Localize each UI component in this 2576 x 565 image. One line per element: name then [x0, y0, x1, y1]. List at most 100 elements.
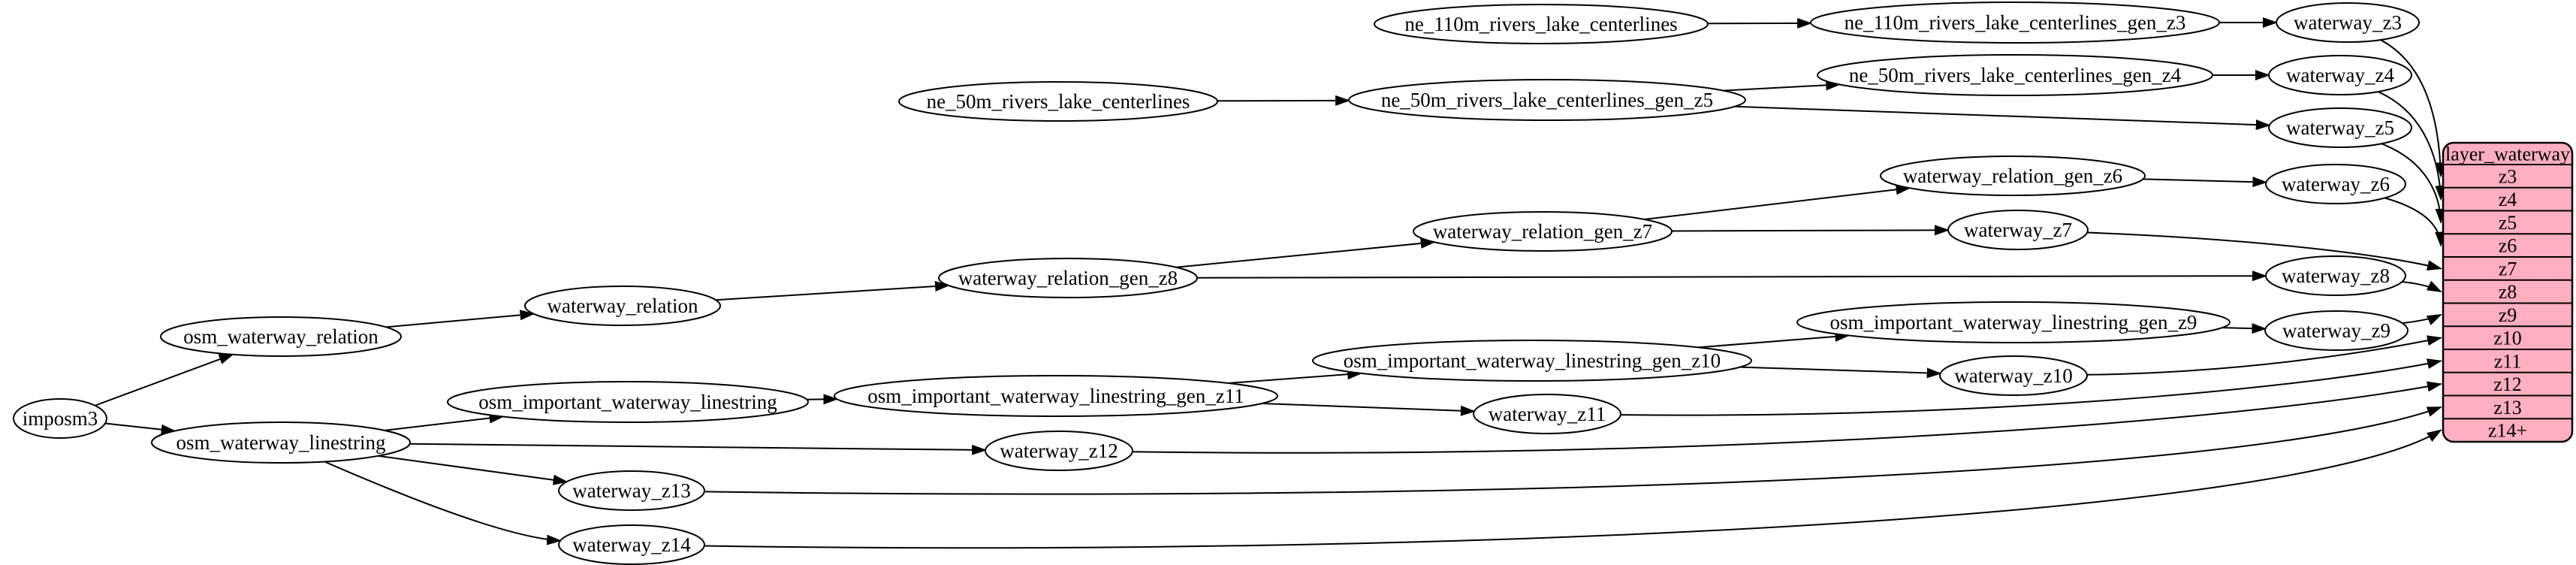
- node-osm_waterway_relation: osm_waterway_relation: [160, 316, 402, 357]
- osm_important_waterway_linestring_gen_z10-label: osm_important_waterway_linestring_gen_z1…: [1344, 349, 1721, 372]
- edge-osm_waterway_linestring-to-osm_important_waterway_linestring: [384, 412, 505, 431]
- waterway_z4-shape: [2268, 55, 2412, 95]
- ne_50m_rivers_lake_centerlines_gen_z4-shape: [1817, 54, 2213, 96]
- node-imposm3: imposm3: [13, 398, 107, 439]
- edge-imposm3-to-osm_waterway_relation: [95, 353, 234, 406]
- ne_110m_rivers_lake_centerlines_gen_z3-label: ne_110m_rivers_lake_centerlines_gen_z3: [1845, 11, 2186, 34]
- ne_50m_rivers_lake_centerlines_gen_z5-shape: [1348, 79, 1746, 121]
- waterway_z5-label: waterway_z5: [2286, 116, 2394, 139]
- node-osm_important_waterway_linestring_gen_z10: osm_important_waterway_linestring_gen_z1…: [1312, 340, 1752, 382]
- ne_50m_rivers_lake_centerlines_gen_z5-label: ne_50m_rivers_lake_centerlines_gen_z5: [1381, 89, 1713, 111]
- edge-waterway_z12-to-layer_waterway-row-z12: [1132, 381, 2442, 454]
- waterway_z13-label: waterway_z13: [572, 479, 690, 502]
- ne_50m_rivers_lake_centerlines-shape: [898, 81, 1218, 122]
- table-row-z14+: z14+: [2488, 420, 2527, 442]
- node-waterway_z5: waterway_z5: [2268, 107, 2412, 148]
- node-waterway_z13: waterway_z13: [558, 470, 705, 511]
- imposm3-shape: [13, 398, 107, 439]
- ne_110m_rivers_lake_centerlines_gen_z3-shape: [1810, 2, 2220, 44]
- node-ne_110m_rivers_lake_centerlines: ne_110m_rivers_lake_centerlines: [1374, 4, 1709, 44]
- edge-waterway_z9-to-layer_waterway-row-z9: [2402, 313, 2442, 325]
- edge-waterway_z10-to-layer_waterway-row-z10: [2086, 335, 2442, 376]
- waterway_relation_gen_z6-label: waterway_relation_gen_z6: [1903, 165, 2122, 187]
- waterway_z6-label: waterway_z6: [2282, 173, 2390, 195]
- edge-waterway_z6-to-layer_waterway-row-z6: [2384, 197, 2446, 247]
- node-osm_waterway_linestring: osm_waterway_linestring: [151, 421, 411, 464]
- node-waterway_z6: waterway_z6: [2265, 164, 2406, 204]
- waterway_z5-shape: [2268, 107, 2412, 148]
- osm_important_waterway_linestring_gen_z10-shape: [1312, 340, 1752, 382]
- node-waterway_z9: waterway_z9: [2264, 310, 2409, 351]
- ne_50m_rivers_lake_centerlines-label: ne_50m_rivers_lake_centerlines: [927, 90, 1190, 113]
- edge-waterway_relation_gen_z7-to-waterway_relation_gen_z6: [1644, 184, 1911, 220]
- table-row-z13: z13: [2493, 397, 2522, 418]
- table-row-z10: z10: [2493, 328, 2522, 349]
- node-waterway_z7: waterway_z7: [1947, 210, 2089, 250]
- osm_important_waterway_linestring-shape: [447, 381, 809, 423]
- table-row-z8: z8: [2499, 281, 2517, 303]
- waterway_z8-shape: [2265, 255, 2406, 296]
- node-ne_110m_rivers_lake_centerlines_gen_z3: ne_110m_rivers_lake_centerlines_gen_z3: [1810, 2, 2220, 44]
- waterway_z9-shape: [2264, 310, 2409, 351]
- edge-waterway_z4-to-layer_waterway-row-z4: [2377, 91, 2446, 201]
- waterway_z13-shape: [558, 470, 705, 511]
- node-waterway_relation: waterway_relation: [524, 286, 721, 326]
- waterway_relation-label: waterway_relation: [547, 295, 698, 317]
- table-row-z6: z6: [2499, 235, 2517, 257]
- node-ne_50m_rivers_lake_centerlines_gen_z4: ne_50m_rivers_lake_centerlines_gen_z4: [1817, 54, 2213, 96]
- node-waterway_z3: waterway_z3: [2276, 2, 2420, 43]
- edge-waterway_relation_gen_z6-to-waterway_z6: [2143, 177, 2268, 188]
- waterway_relation_gen_z6-shape: [1880, 156, 2146, 196]
- waterway_z8-label: waterway_z8: [2282, 264, 2390, 287]
- node-waterway_z11: waterway_z11: [1473, 394, 1621, 434]
- osm_waterway_relation-label: osm_waterway_relation: [183, 325, 379, 348]
- node-osm_important_waterway_linestring_gen_z9: osm_important_waterway_linestring_gen_z9: [1796, 301, 2231, 343]
- edge-osm_waterway_linestring-to-waterway_z12: [409, 443, 988, 455]
- node-waterway_z8: waterway_z8: [2265, 255, 2406, 296]
- waterway_z7-label: waterway_z7: [1964, 219, 2072, 241]
- waterway_z6-shape: [2265, 164, 2406, 204]
- waterway_z3-label: waterway_z3: [2294, 11, 2402, 34]
- table-outline: [2442, 141, 2574, 443]
- edge-waterway_z3-to-layer_waterway-row-z3: [2380, 39, 2446, 178]
- waterway_z10-label: waterway_z10: [1954, 364, 2072, 387]
- table-row-z7: z7: [2499, 258, 2517, 279]
- edge-waterway_relation_gen_z7-to-waterway_z7: [1671, 225, 1950, 236]
- waterway_relation_gen_z7-label: waterway_relation_gen_z7: [1433, 220, 1652, 243]
- layer-waterway-table-group: layer_waterwayz3z4z5z6z7z8z9z10z11z12z13…: [2442, 141, 2574, 443]
- table-row-z3: z3: [2499, 165, 2517, 187]
- table-title: layer_waterway: [2445, 144, 2570, 165]
- node-waterway_relation_gen_z8: waterway_relation_gen_z8: [938, 258, 1198, 298]
- graph-edges: [95, 17, 2446, 549]
- edge-osm_important_waterway_linestring-to-osm_important_waterway_linestring_gen_z11: [807, 394, 839, 405]
- edge-waterway_relation-to-waterway_relation_gen_z8: [716, 281, 950, 301]
- waterway_z14-shape: [558, 524, 705, 565]
- waterway_relation_gen_z8-shape: [938, 258, 1198, 298]
- node-osm_important_waterway_linestring: osm_important_waterway_linestring: [447, 381, 809, 423]
- edge-waterway_z7-to-layer_waterway-row-z7: [2087, 231, 2442, 270]
- edge-waterway_relation_gen_z8-to-waterway_relation_gen_z7: [1176, 237, 1436, 268]
- table-row-z12: z12: [2493, 373, 2522, 395]
- waterway_z4-label: waterway_z4: [2286, 64, 2394, 86]
- waterway_z9-label: waterway_z9: [2282, 319, 2390, 342]
- waterway_relation_gen_z7-shape: [1413, 211, 1673, 252]
- edge-waterway_z14-to-layer_waterway-row-z14+: [704, 429, 2442, 549]
- imposm3-label: imposm3: [23, 407, 98, 430]
- waterway_relation_gen_z8-label: waterway_relation_gen_z8: [958, 267, 1178, 289]
- osm_important_waterway_linestring_gen_z9-shape: [1796, 301, 2231, 343]
- edge-osm_important_waterway_linestring_gen_z10-to-waterway_z10: [1739, 366, 1942, 379]
- waterway_z11-label: waterway_z11: [1489, 403, 1606, 425]
- waterway_z3-shape: [2276, 2, 2420, 43]
- edge-waterway_z13-to-layer_waterway-row-z13: [704, 406, 2442, 495]
- table-row-z4: z4: [2499, 189, 2517, 210]
- node-waterway_z10: waterway_z10: [1939, 355, 2088, 396]
- osm_waterway_linestring-shape: [151, 421, 411, 464]
- edge-ne_50m_rivers_lake_centerlines_gen_z5-to-waterway_z5: [1734, 105, 2271, 131]
- waterway_z10-shape: [1939, 355, 2088, 396]
- osm_important_waterway_linestring-label: osm_important_waterway_linestring: [478, 391, 777, 413]
- node-waterway_z14: waterway_z14: [558, 524, 705, 565]
- edge-waterway_z11-to-layer_waterway-row-z11: [1620, 358, 2442, 416]
- osm_important_waterway_linestring_gen_z9-label: osm_important_waterway_linestring_gen_z9: [1830, 311, 2197, 334]
